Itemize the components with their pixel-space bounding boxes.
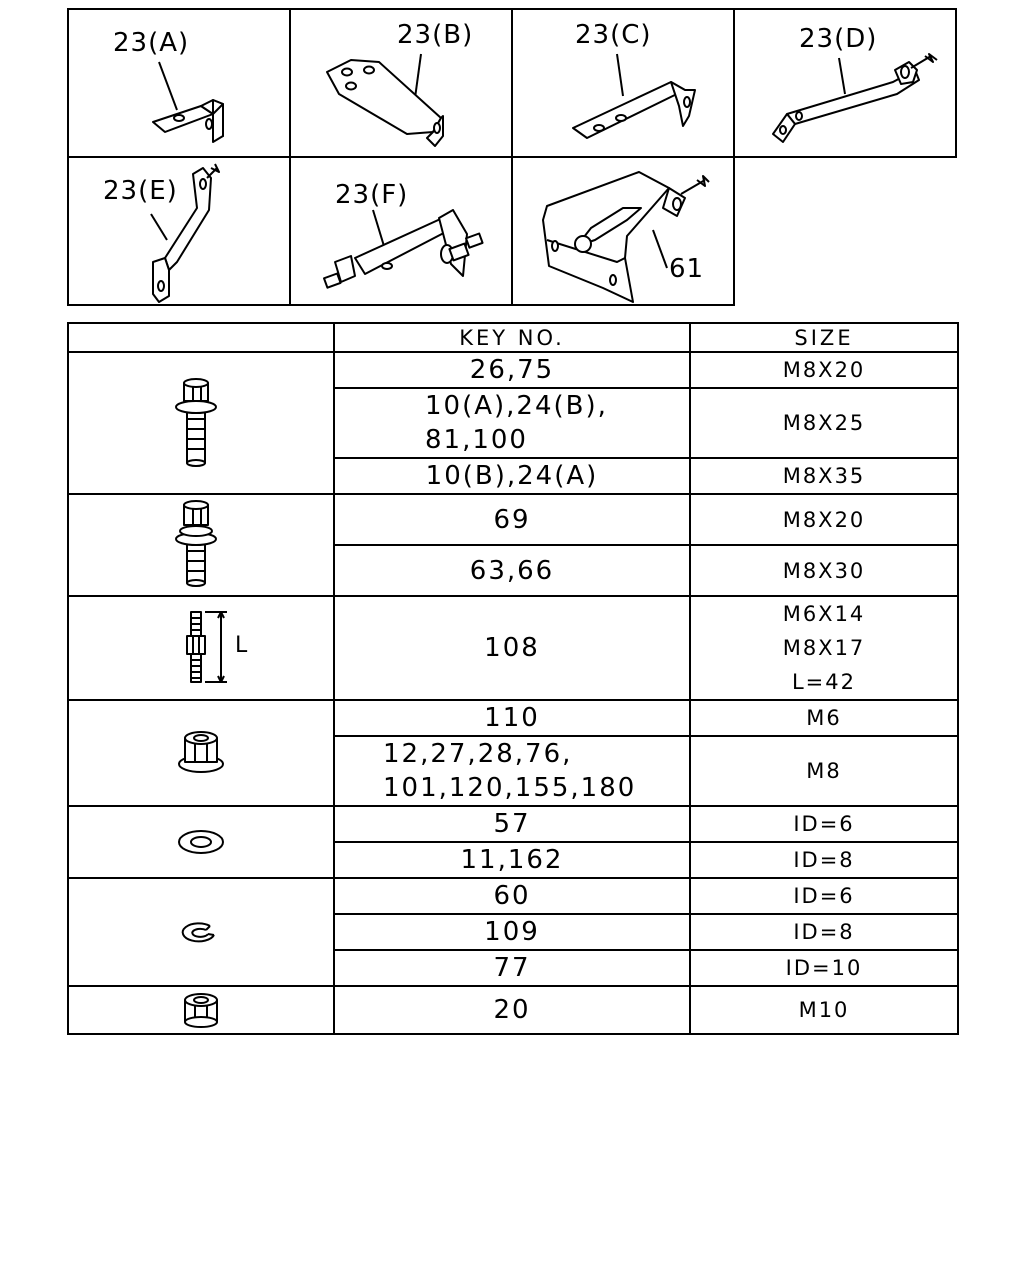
stud-bolt-icon: L [186,611,248,683]
bracket-cell-c: 23(C) [511,8,735,158]
table-row: 20 M10 [67,985,959,1035]
size-cell: ID=10 [689,949,959,987]
size-cell: ID=8 [689,841,959,879]
table-row: 63,66 M8X30 [68,544,959,597]
key-no-cell: 63,66 [333,544,691,597]
size-cell: M10 [689,985,959,1035]
table-row: 12,27,28,76, 101,120,155,180 M8 [68,735,959,807]
size-cell: M8X20 [689,351,959,389]
bracket-label-b: 23(B) [397,20,474,50]
key-no-cell: 10(A),24(B), 81,100 [333,387,691,459]
hex-nut-cell [67,985,335,1035]
hex-nut-icon [184,993,218,1028]
parts-table: KEY NO. SIZE 26,75 M8X20 10(A),24(B), 81… [67,322,959,1035]
table-row: L 108 M6X14 M8X17 L=42 [67,595,959,701]
flange-bolt-cell [67,351,335,495]
size-cell: M8X25 [689,387,959,459]
size-header: SIZE [689,322,959,353]
bracket-cell-a: 23(A) [67,8,291,158]
size-cell: M6X14 M8X17 L=42 [689,595,959,701]
bracket-cell-d: 23(D) [733,8,957,158]
size-cell: M8X30 [689,544,959,597]
key-no-cell: 108 [333,595,691,701]
bracket-e-drawing [150,163,220,303]
size-cell: ID=6 [689,805,959,843]
bracket-f-drawing [322,209,484,289]
table-row: 69 M8X20 [67,493,959,597]
table-row: 60 ID=6 [67,877,959,987]
table-row: 26,75 M8X20 [67,351,959,495]
size-cell: M8X35 [689,457,959,495]
table-row: 11,162 ID=8 [68,841,959,879]
stud-bolt-cell: L [67,595,335,701]
bracket-b-drawing [326,53,444,147]
icon-header-cell [67,322,335,353]
size-cell: M6 [689,699,959,737]
bracket-g-drawing [542,171,710,303]
bracket-label-f: 23(F) [335,180,409,210]
snap-ring-cell [67,877,335,987]
bracket-label-c: 23(C) [575,20,652,50]
bracket-cell-e: 23(E) [67,156,291,306]
flange-nut-cell [67,699,335,807]
bracket-d-drawing [772,53,938,143]
table-row: 10(B),24(A) M8X35 [68,457,959,495]
key-no-cell: 69 [333,493,691,546]
table-header-row: KEY NO. SIZE [67,322,959,353]
key-no-cell: 11,162 [333,841,691,879]
size-cell: M8 [689,735,959,807]
key-no-cell: 12,27,28,76, 101,120,155,180 [333,735,691,807]
bracket-illustration-grid: 23(A) 23(B) [67,8,957,306]
table-row: 77 ID=10 [68,949,959,987]
size-cell: M8X20 [689,493,959,546]
bracket-label-a: 23(A) [113,28,190,58]
bolt-with-washer-cell [67,493,335,597]
snap-ring-icon [181,922,215,943]
key-no-cell: 60 [333,877,691,915]
key-no-cell: 10(B),24(A) [333,457,691,495]
key-no-cell: 77 [333,949,691,987]
key-no-cell: 26,75 [333,351,691,389]
flat-washer-icon [178,830,224,854]
size-cell: ID=8 [689,913,959,951]
bracket-a-drawing [152,61,224,143]
bracket-cell-b: 23(B) [289,8,513,158]
bracket-cell-f: 23(F) [289,156,513,306]
key-no-cell: 109 [333,913,691,951]
key-no-cell: 20 [333,985,691,1035]
key-no-cell: 110 [333,699,691,737]
flange-nut-icon [178,731,224,773]
dimension-l-label: L [235,633,248,658]
bracket-label-d: 23(D) [799,24,878,54]
table-row: 57 ID=6 [67,805,959,879]
key-no-cell: 57 [333,805,691,843]
size-cell: ID=6 [689,877,959,915]
bolt-with-washer-icon [175,500,217,587]
bracket-label-g: 61 [669,254,705,284]
bracket-c-drawing [572,53,696,139]
key-no-header: KEY NO. [333,322,691,353]
bracket-cell-g: 61 [511,156,735,306]
bracket-label-e: 23(E) [103,176,178,206]
table-row: 110 M6 [67,699,959,807]
table-row: 109 ID=8 [68,913,959,951]
flat-washer-cell [67,805,335,879]
table-row: 10(A),24(B), 81,100 M8X25 [68,387,959,459]
flange-bolt-icon [175,378,217,467]
